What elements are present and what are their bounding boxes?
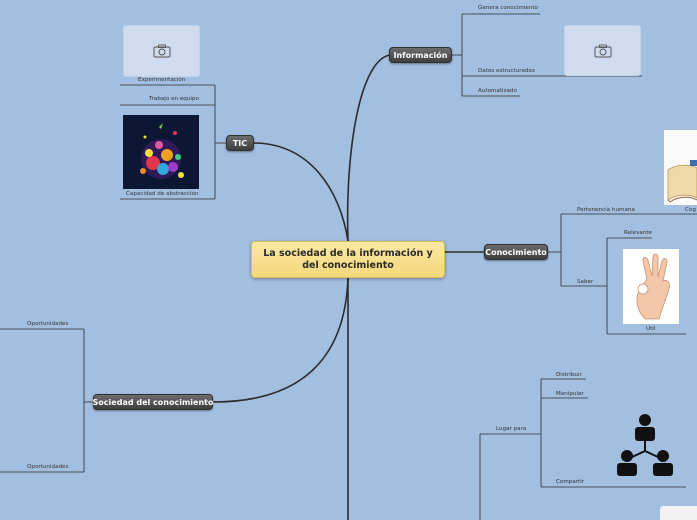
topic-conocimiento-label: Conocimiento bbox=[485, 247, 547, 257]
subtopic-util[interactable]: Útil bbox=[646, 326, 656, 332]
image-placeholder-informacion bbox=[564, 25, 641, 76]
subtopic-experimentacion[interactable]: Experimentación bbox=[138, 77, 186, 83]
topic-informacion-label: Información bbox=[393, 50, 448, 60]
camera-icon bbox=[594, 44, 611, 57]
subtopic-pertenencia-humana[interactable]: Pertenencia humana bbox=[577, 207, 635, 213]
central-topic[interactable]: La sociedad de la información y del cono… bbox=[251, 241, 445, 278]
subtopic-manipular[interactable]: Manipular bbox=[556, 391, 584, 397]
topic-tic[interactable]: TIC bbox=[226, 135, 254, 151]
topic-sociedad-label: Sociedad del conocimiento bbox=[92, 397, 214, 407]
subtopic-relevante[interactable]: Relevante bbox=[624, 230, 652, 236]
subtopic-genera-conocimiento[interactable]: Genera conocimiento bbox=[478, 5, 538, 11]
topic-informacion[interactable]: Información bbox=[389, 47, 452, 63]
subtopic-lugar-para[interactable]: Lugar para bbox=[496, 426, 527, 432]
image-partial-bottom-right bbox=[660, 506, 697, 520]
subtopic-datos-estructurados[interactable]: Datos estructurados bbox=[478, 68, 535, 74]
subtopic-saber[interactable]: Saber bbox=[577, 279, 594, 285]
topic-conocimiento[interactable]: Conocimiento bbox=[484, 244, 548, 260]
fireworks-image bbox=[123, 115, 199, 189]
topic-sociedad-del-conocimiento[interactable]: Sociedad del conocimiento bbox=[93, 394, 213, 410]
book-image bbox=[664, 130, 697, 205]
ok-hand-image bbox=[623, 249, 679, 324]
subtopic-oportunidades-1[interactable]: Oportunidades bbox=[27, 321, 69, 327]
subtopic-trabajo-en-equipo[interactable]: Trabajo en equipo bbox=[149, 96, 199, 102]
camera-icon bbox=[153, 44, 170, 58]
network-people-icon bbox=[614, 413, 676, 477]
subtopic-automatizado[interactable]: Automatizado bbox=[478, 88, 517, 94]
central-topic-label: La sociedad de la información y del cono… bbox=[263, 247, 433, 271]
topic-tic-label: TIC bbox=[232, 138, 248, 148]
subtopic-distribuir[interactable]: Distribuir bbox=[556, 372, 582, 378]
subtopic-oportunidades-2[interactable]: Oportunidades bbox=[27, 464, 69, 470]
subtopic-cog[interactable]: Cog bbox=[685, 207, 696, 213]
subtopic-compartir[interactable]: Compartir bbox=[556, 479, 585, 485]
image-placeholder-tic bbox=[123, 25, 200, 77]
subtopic-capacidad-de-abstraccion[interactable]: Capacidad de abstracción bbox=[126, 191, 199, 197]
